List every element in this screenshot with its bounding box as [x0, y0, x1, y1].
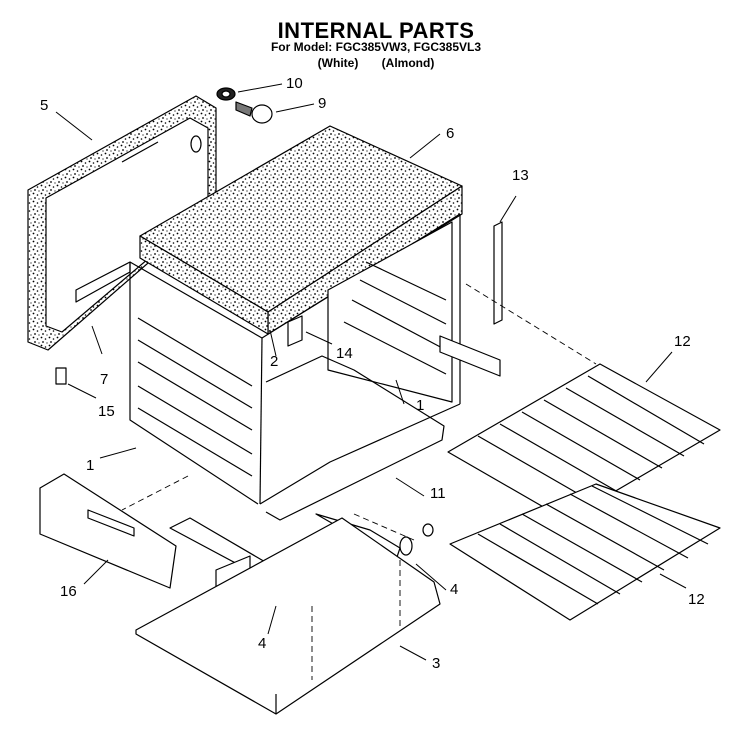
callout-4-left: 4 [258, 635, 267, 652]
callout-1-left: 1 [86, 457, 95, 474]
part-14-bracket [287, 315, 303, 347]
alignment-lines [121, 283, 597, 680]
model-line: For Model: FGC385VW3, FGC385VL3 [270, 40, 482, 54]
variant-white: (White) [317, 56, 359, 70]
callout-10: 10 [286, 75, 303, 92]
callout-1-right: 1 [416, 397, 425, 414]
part-3-bottom-pan [135, 517, 441, 715]
diagram-title: INTERNAL PARTS [277, 18, 475, 43]
callout-4-right: 4 [450, 581, 459, 598]
callout-11: 11 [430, 485, 446, 502]
color-variants: (White) (Almond) [0, 56, 752, 70]
part-5-door-panel [27, 95, 217, 351]
callout-7: 7 [100, 371, 109, 388]
callout-9: 9 [318, 95, 327, 112]
variant-almond: (Almond) [381, 56, 435, 70]
part-1-left-rack-supports [137, 317, 253, 477]
part-13-trim [493, 221, 503, 325]
part-10-lamp-socket [216, 87, 236, 101]
callout-16: 16 [60, 583, 77, 600]
callout-13: 13 [512, 167, 529, 184]
part-15-hinge [55, 367, 67, 385]
callout-5: 5 [40, 97, 49, 114]
part-1-right-rack-supports [327, 221, 501, 403]
callout-12-upper: 12 [674, 333, 691, 350]
callout-12-lower: 12 [688, 591, 705, 608]
callout-14: 14 [336, 345, 353, 362]
callout-6: 6 [446, 125, 455, 142]
part-16-kick-panel [39, 473, 177, 589]
part-6-insulation [139, 125, 463, 335]
callout-2: 2 [270, 353, 279, 370]
part-9-lamp-bulb [235, 101, 273, 124]
leader-lines [55, 83, 687, 661]
part-12-upper-rack [447, 363, 721, 521]
callout-15: 15 [98, 403, 115, 420]
callout-3: 3 [432, 655, 441, 672]
part-11-bottom-panel [265, 355, 445, 521]
part-12-lower-rack [449, 483, 721, 621]
